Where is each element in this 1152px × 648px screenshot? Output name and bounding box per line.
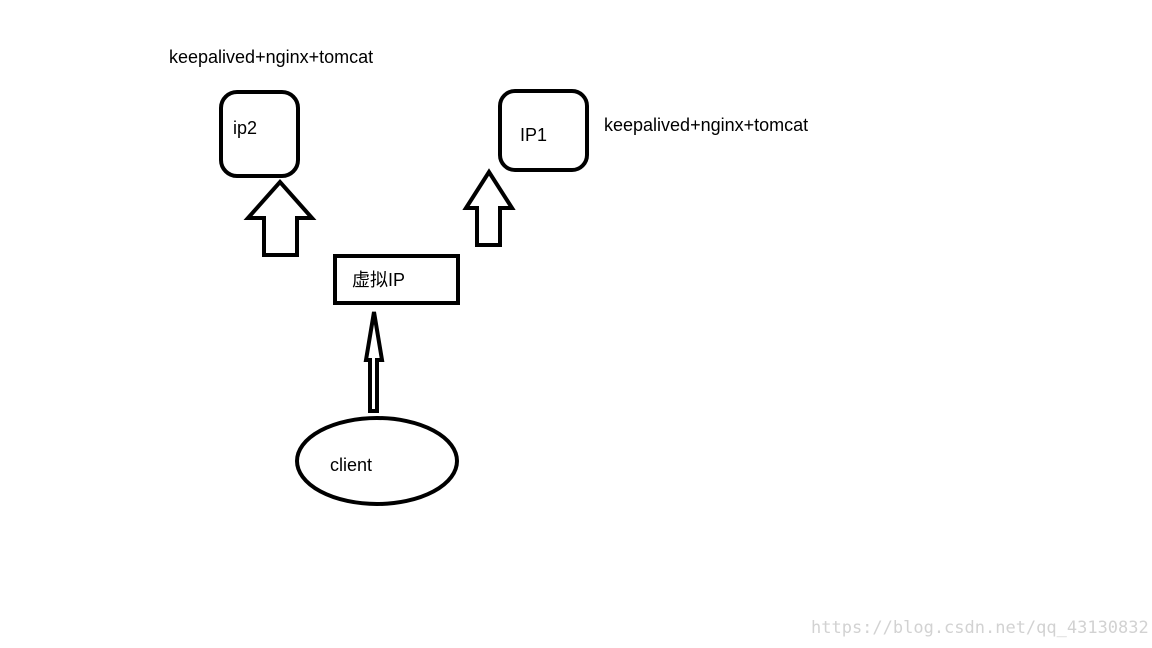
virtual-ip-box	[333, 254, 460, 305]
server-ip1-caption: keepalived+nginx+tomcat	[604, 115, 809, 135]
watermark-url: https://blog.csdn.net/qq_43130832	[811, 618, 1149, 638]
arrow-to-ip2	[243, 178, 317, 257]
arrow-client-to-virtual-ip	[363, 311, 385, 413]
server-ip1-label: IP1	[520, 125, 548, 145]
client-ellipse	[295, 416, 459, 506]
server-ip2-caption: keepalived+nginx+tomcat	[169, 47, 374, 67]
server-ip2-label: ip2	[233, 118, 258, 138]
server-ip2-box	[219, 90, 300, 178]
virtual-ip-label: 虚拟IP	[352, 270, 406, 290]
client-label: client	[330, 455, 373, 475]
arrow-to-ip1	[462, 168, 516, 247]
server-ip1-box	[498, 89, 589, 172]
